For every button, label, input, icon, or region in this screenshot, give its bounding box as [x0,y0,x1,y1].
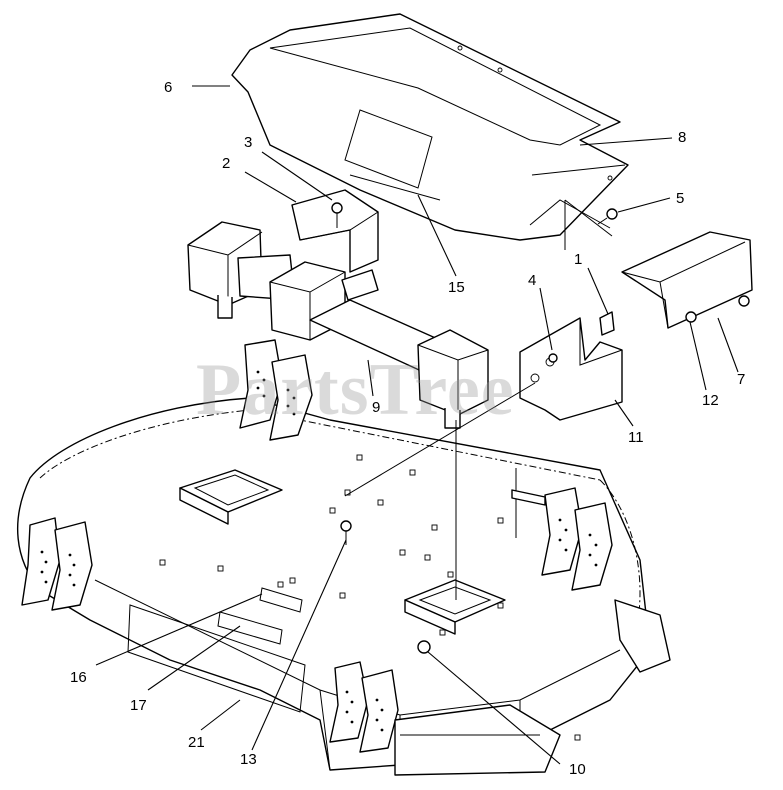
callout-21: 21 [188,734,205,751]
watermark-text: PartsTree [196,349,515,431]
deck-baffles [21,339,613,753]
callout-3: 3 [244,134,253,151]
callout-15: 15 [448,279,465,296]
callout-4: 4 [528,272,537,289]
drive-gearbox-assembly [187,221,489,429]
mount-bracket [291,189,379,273]
front-shield [394,704,561,776]
callout-13: 13 [240,751,257,768]
mower-deck [16,397,671,771]
callout-16: 16 [70,669,87,686]
callout-1: 1 [574,251,583,268]
callout-9: 9 [372,399,381,416]
callout-12: 12 [702,392,719,409]
callout-10: 10 [569,761,586,778]
fasteners [331,202,750,654]
spindle-mount-left [179,469,283,525]
callout-8: 8 [678,129,687,146]
callout-17: 17 [130,697,147,714]
assembly-guide-lines [344,199,613,600]
top-cover [231,13,629,241]
callout-11: 11 [628,429,644,446]
spindle-mount-center [404,579,506,635]
callout-5: 5 [676,190,685,207]
callout-7: 7 [737,371,746,388]
callout-2: 2 [222,155,231,172]
side-guard [621,231,753,329]
hitch-bracket [519,311,623,421]
leader-lines [95,85,739,765]
deck-holes [159,454,581,741]
callout-6: 6 [164,79,173,96]
